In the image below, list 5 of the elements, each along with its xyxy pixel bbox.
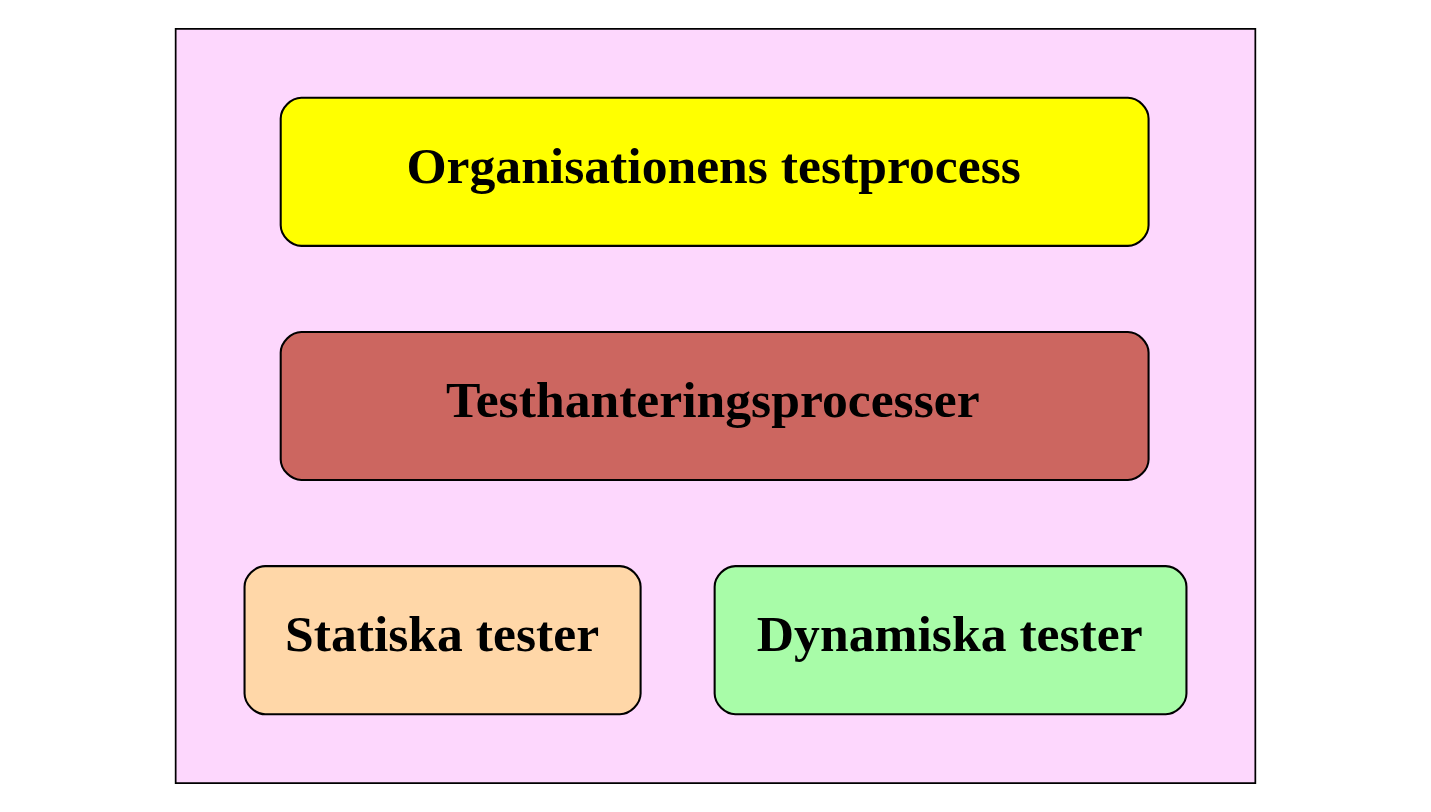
- node-box: Statiska tester: [243, 565, 642, 716]
- node-box: Testhanteringsprocesser: [279, 330, 1150, 482]
- node-box: Dynamiska tester: [713, 565, 1188, 716]
- node-box: Organisationens testprocess: [279, 96, 1150, 247]
- cluster: [174, 28, 1257, 784]
